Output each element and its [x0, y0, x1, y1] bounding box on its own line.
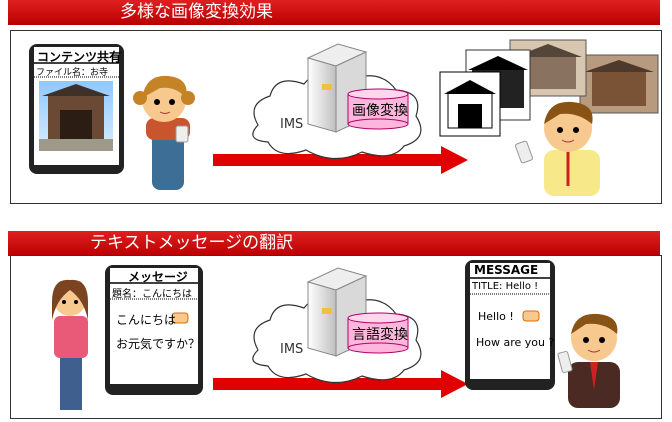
pointing-hand-icon — [171, 312, 189, 324]
transfer-arrow-2 — [213, 370, 468, 398]
image-transform-cylinder — [347, 88, 409, 130]
language-transform-cylinder — [347, 312, 409, 354]
woman-character — [52, 279, 88, 410]
ims-label-1: IMS — [280, 117, 304, 132]
section2-title: テキストメッセージの翻訳 — [90, 233, 294, 253]
ims-label-2: IMS — [280, 342, 304, 357]
language-transform-label: 言語変換 — [352, 327, 408, 343]
section1-title: 多様な画像変換効果 — [120, 2, 273, 22]
message-phone-japanese — [105, 265, 203, 395]
phone-header-message-jp: メッセージ — [128, 270, 188, 284]
temple-photo — [39, 81, 113, 151]
phone-header-content-share: コンテンツ共有 — [37, 50, 122, 64]
converted-photo-sketch — [439, 71, 501, 137]
subject-en: TITLE: Hello ! — [472, 281, 539, 292]
message-line2-en: How are you ? — [476, 336, 555, 349]
message-line2-jp: お元気ですか？ — [116, 337, 201, 351]
server-icon-1 — [306, 43, 368, 133]
subject-jp: 題名：こんにちは — [112, 289, 192, 300]
converted-photo-color — [579, 54, 659, 114]
transfer-arrow-1 — [213, 146, 468, 174]
message-line1-en: Hello ! — [478, 310, 514, 323]
phone-header-message-en: MESSAGE — [474, 263, 539, 277]
boy-character-2 — [557, 313, 620, 408]
message-phone-english — [465, 260, 555, 390]
boy-character-1 — [515, 101, 600, 196]
image-transform-label: 画像変換 — [352, 103, 408, 119]
message-line1-jp: こんにちは — [116, 313, 177, 327]
girl-character — [133, 75, 195, 190]
section1-title-bar: 多様な画像変換効果 — [8, 0, 660, 25]
phone-filename: ファイル名：お寺 — [36, 68, 109, 78]
section2-title-bar: テキストメッセージの翻訳 — [8, 231, 660, 256]
